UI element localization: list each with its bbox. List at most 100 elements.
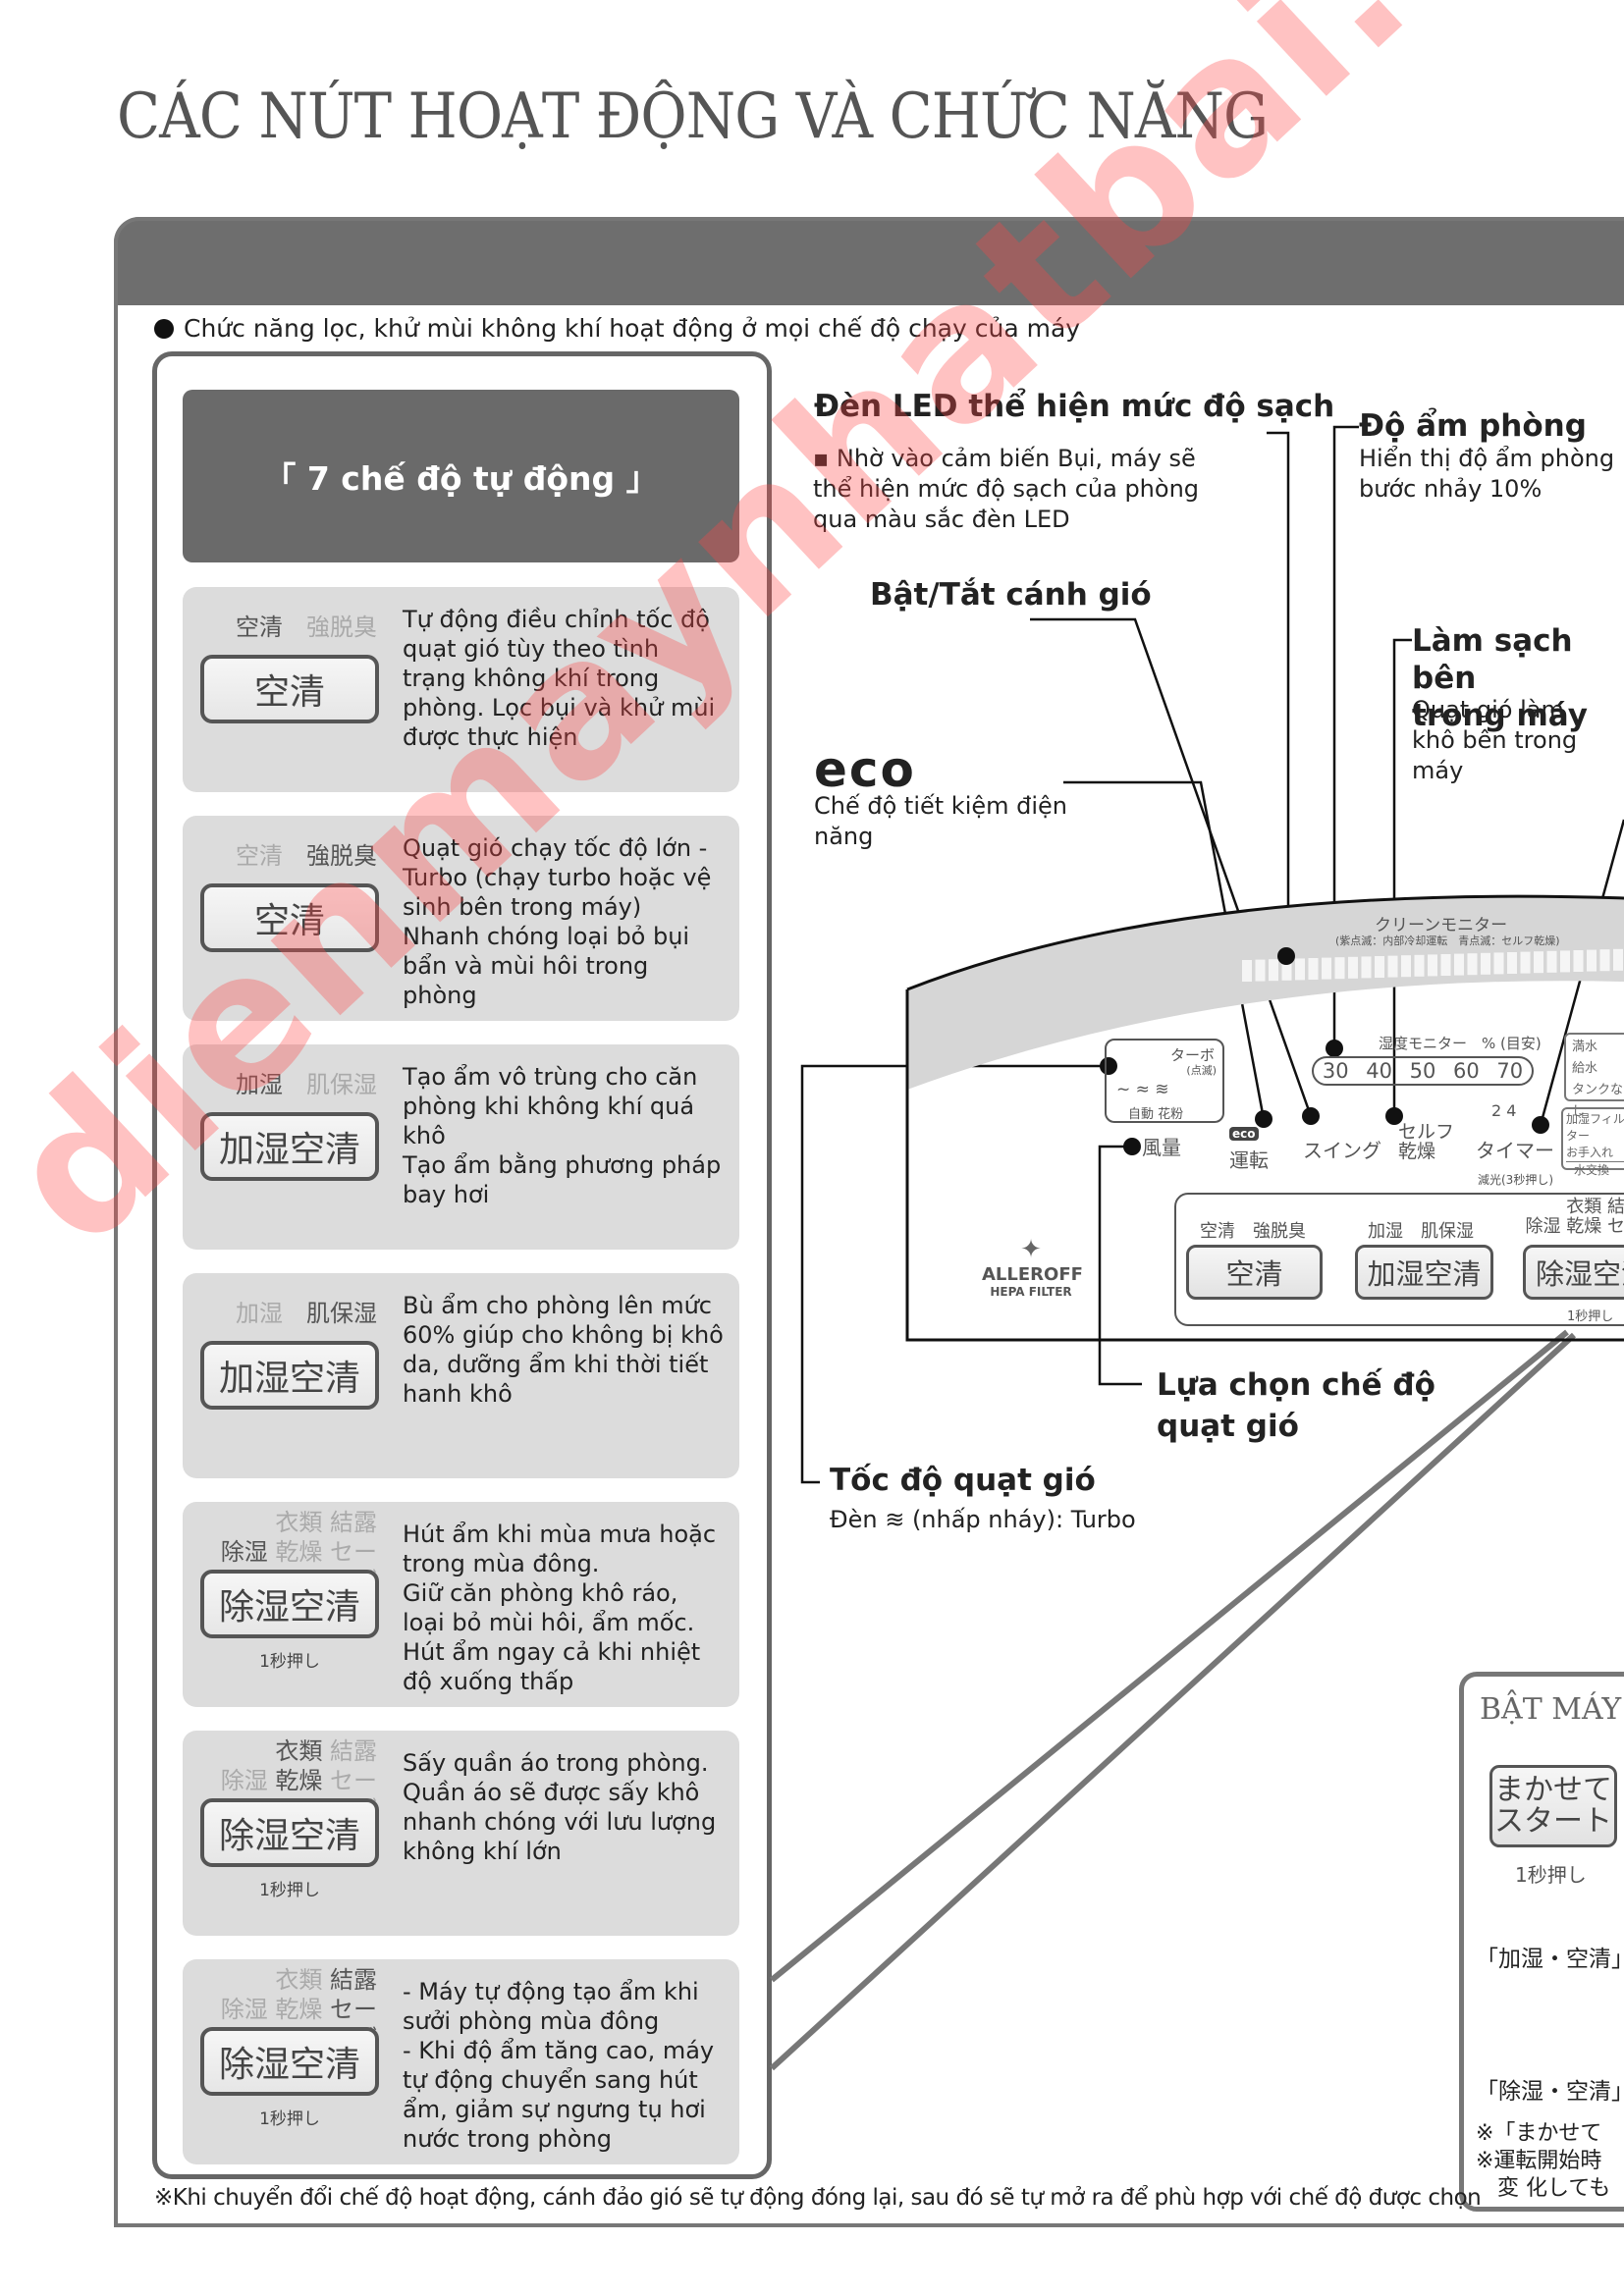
led-segment	[1520, 951, 1531, 974]
mode-button[interactable]: 除湿空清	[200, 2027, 379, 2096]
led-segment	[1507, 952, 1517, 974]
speed-icons: ~ ≈ ≋	[1116, 1080, 1169, 1099]
led-segment	[1322, 957, 1331, 980]
timer-hours: 2 4	[1491, 1101, 1517, 1120]
mode-indicator: 強脱臭	[306, 614, 377, 641]
led-callout-text: ▪ Nhờ vào cảm biến Bụi, máy sẽ thể hiện …	[813, 445, 1200, 533]
mode-indicator: 加湿	[236, 1071, 283, 1098]
mode-indicator: 衣類	[275, 1509, 323, 1536]
humidify-clean-button[interactable]: 加湿空清	[1355, 1245, 1493, 1300]
eco-button[interactable]: 運転	[1229, 1148, 1269, 1172]
air-clean-button[interactable]: 空清	[1186, 1245, 1323, 1300]
power-note-3: 変 化しても	[1476, 2176, 1611, 2201]
led-segment	[1387, 955, 1398, 978]
led-segment	[1599, 949, 1610, 972]
mode-button[interactable]: 加湿空清	[200, 1341, 379, 1410]
hold-hint: 1秒押し	[259, 1881, 320, 1900]
power-mode-dehumidify: 「除湿・空清」	[1476, 2079, 1624, 2105]
mode-description: Tự động điều chỉnh tốc độ quạt gió tùy t…	[403, 606, 716, 751]
turbo-sublabel: (点滅)	[1186, 1064, 1217, 1077]
mode-indicator: 肌保湿	[306, 1071, 377, 1098]
eco-badge: eco	[1229, 1127, 1259, 1141]
power-notes: ※「まかせて※運転開始時 変 化しても	[1476, 2120, 1610, 2203]
led-segment	[1613, 948, 1623, 971]
led-segment	[1308, 958, 1319, 980]
page-title: CÁC NÚT HOẠT ĐỘNG VÀ CHỨC NĂNG	[117, 80, 1269, 153]
power-on-title: BẬT MÁY	[1480, 1692, 1622, 1727]
fan-speed-indicator: ターボ (点滅) ~ ≈ ≋ 自動 花粉	[1105, 1039, 1224, 1123]
swing-button[interactable]: スイング	[1303, 1139, 1381, 1162]
led-segment	[1269, 959, 1278, 982]
mode-indicator: 乾燥	[275, 1767, 323, 1794]
dehumidify-clean-button[interactable]: 除湿空清	[1523, 1245, 1624, 1300]
mode-description: Hút ẩm khi mùa mưa hoặc trong mùa đông. …	[403, 1521, 717, 1695]
mode-indicator: 衣類	[275, 1737, 323, 1765]
mode-indicator: 空清	[236, 842, 283, 870]
power-note-2: ※運転開始時	[1476, 2149, 1602, 2173]
mode-indicator-labels: 空清 強脱臭	[200, 613, 377, 642]
led-segment	[1295, 958, 1305, 981]
led-segment	[1361, 956, 1372, 979]
filter-indicator: 加湿フィルター お手入れ水交換	[1561, 1107, 1624, 1177]
led-segment	[1573, 950, 1584, 972]
mode-indicator: 結露	[330, 1966, 377, 1994]
led-segment	[1401, 955, 1411, 978]
mode-indicator: 加湿	[236, 1300, 283, 1327]
mode-indicator: 空清	[236, 614, 283, 641]
self-clean-callout-title: Làm sạch bên trong máy	[1412, 623, 1588, 733]
mode-button[interactable]: 空清	[200, 883, 379, 952]
led-segment	[1481, 952, 1490, 975]
led-segment	[1440, 954, 1451, 976]
omakase-start-button[interactable]: まかせて スタート	[1489, 1765, 1617, 1847]
mode-description: Bù ẩm cho phòng lên mức 60% giúp cho khô…	[403, 1292, 724, 1408]
humidity-50: 50	[1409, 1059, 1436, 1083]
mode-indicator: 除湿	[220, 1996, 268, 2023]
mode-indicator: 結露	[330, 1509, 377, 1536]
logo-text: ALLEROFF	[982, 1264, 1083, 1285]
mode-button[interactable]: 空清	[200, 655, 379, 723]
led-segment	[1560, 950, 1570, 973]
mode-button[interactable]: 除湿空清	[200, 1570, 379, 1638]
mode-indicator: 乾燥	[275, 1538, 323, 1566]
humidity-30: 30	[1322, 1059, 1349, 1083]
self-dry-button[interactable]: セルフ 乾燥	[1398, 1121, 1455, 1162]
mode-description: Sấy quần áo trong phòng. Quần áo sẽ được…	[403, 1749, 717, 1865]
led-segment	[1587, 949, 1597, 972]
mode-button[interactable]: 除湿空清	[200, 1798, 379, 1867]
clean-monitor-sublabel: (紫点滅：内部冷却運転 青点滅：セルフ乾燥)	[1335, 934, 1560, 947]
mode-description: - Máy tự động tạo ẩm khi sưởi phòng mùa …	[403, 1978, 715, 2153]
water-full-label: 満水	[1572, 1040, 1598, 1054]
eco-callout-title: eco	[814, 741, 916, 798]
eco-callout-text: Chế độ tiết kiệm điện năng	[814, 792, 1068, 850]
logo-icon: ✦	[1020, 1235, 1042, 1264]
modes-header: 「 7 chế độ tự động 」	[183, 390, 739, 562]
mode-label-humidify: 加湿 肌保湿	[1368, 1221, 1474, 1242]
power-on-box: BẬT MÁY まかせて スタート 1秒押し 「加湿・空清」 「除湿・空清」 ※…	[1459, 1672, 1624, 2212]
humidity-callout-title: Độ ẩm phòng	[1359, 408, 1587, 444]
humidity-60: 60	[1453, 1059, 1480, 1083]
mode-button[interactable]: 加湿空清	[200, 1112, 379, 1181]
humidity-70: 70	[1496, 1059, 1524, 1083]
swing-callout-title: Bật/Tắt cánh gió	[870, 577, 1152, 613]
led-segment	[1414, 954, 1425, 977]
timer-button[interactable]: タイマー	[1476, 1139, 1554, 1162]
mode-indicator: 衣類	[275, 1966, 323, 1994]
hold-label: 1秒押し	[1567, 1309, 1614, 1324]
power-hold-label: 1秒押し	[1515, 1863, 1587, 1887]
fan-button[interactable]: 風量	[1142, 1136, 1181, 1159]
humidity-callout-text: Hiển thị độ ẩm phòng bước nhảy 10%	[1359, 445, 1615, 503]
water-indicator: 満水給水タンクなし	[1564, 1033, 1624, 1119]
auto-pollen-label: 自動 花粉	[1128, 1107, 1184, 1122]
mode-label-dehumidify: 衣類 結露 除湿 乾燥 セーブ	[1525, 1197, 1624, 1237]
mode-indicator: 除湿	[220, 1538, 268, 1566]
power-mode-humidify: 「加湿・空清」	[1476, 1947, 1624, 1972]
led-segment	[1242, 960, 1252, 982]
